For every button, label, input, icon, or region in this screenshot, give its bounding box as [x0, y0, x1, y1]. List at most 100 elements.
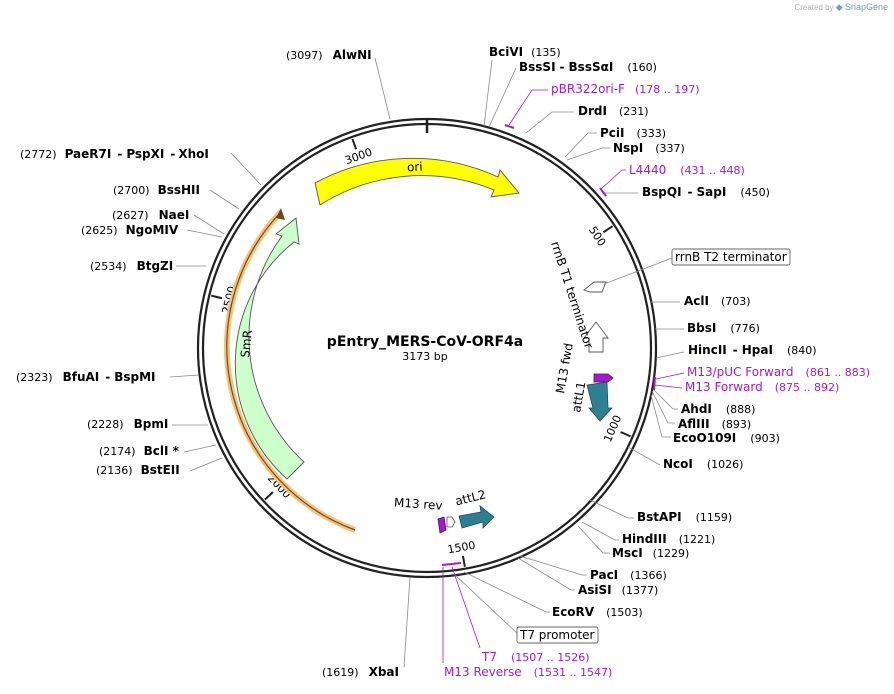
attl2-feature-arrow [458, 505, 495, 529]
leader-bsssi [488, 67, 517, 128]
ori-label: ori [407, 160, 423, 175]
site-bsteii[interactable]: (2136)BstEII [96, 463, 180, 477]
site-leaders [169, 57, 685, 668]
pbr322ori-f-mark [504, 124, 515, 129]
site-bsshii[interactable]: (2700)BssHII [113, 183, 200, 197]
site-acli[interactable]: AclI(703) [684, 294, 751, 308]
site-xbai[interactable]: (1619)XbaI [322, 665, 399, 679]
m13-fwd-feature-arrow [593, 373, 614, 383]
site-ncoi[interactable]: NcoI(1026) [663, 457, 743, 471]
attl1-feature-arrow [586, 381, 613, 422]
site-afliii[interactable]: AflIII(893) [678, 417, 751, 431]
leader-bsteii [189, 457, 223, 472]
smr-highlight-arrowhead [276, 208, 285, 220]
site-paer7i[interactable]: (2772)PaeR7I-PspXI-XhoI [20, 147, 209, 161]
primer-t7[interactable]: T7(1507 .. 1526) [481, 650, 590, 664]
site-hincii[interactable]: HincII-HpaI(840) [688, 343, 817, 357]
site-hindiii[interactable]: HindIII(1221) [622, 532, 715, 546]
site-btgzi[interactable]: (2534)BtgZI [90, 259, 173, 273]
rrnb-t2-leader [603, 257, 673, 285]
leader-bstapi [589, 499, 634, 519]
t7-promoter-feature-arrow [446, 516, 456, 528]
tick-mark [620, 431, 632, 438]
leader-drdi [525, 111, 574, 134]
site-paci[interactable]: PacI(1366) [590, 568, 667, 582]
plasmid-length: 3173 bp [402, 350, 447, 363]
t7-promoter-label: T7 promoter [519, 628, 595, 642]
attl1-label: attL1 [569, 380, 588, 413]
snapgene-watermark: Created by ◆ SnapGene [794, 2, 888, 13]
site-bfuai[interactable]: (2323)BfuAI-BspMI [16, 370, 156, 384]
site-ecorv[interactable]: EcoRV(1503) [552, 605, 643, 619]
smr-feature-arrow [234, 217, 305, 480]
site-ahdi[interactable]: AhdI(888) [681, 402, 755, 416]
leader-m13-forward [654, 384, 683, 389]
primer-pbr322ori-f[interactable]: pBR322ori-F(178 .. 197) [551, 82, 700, 96]
tick-mark [602, 225, 614, 234]
site-pcii[interactable]: PciI(333) [600, 126, 666, 140]
backbone-outer-ring [196, 117, 658, 579]
leader-l4440 [600, 169, 626, 190]
primer-l4440[interactable]: L4440(431 .. 448) [629, 163, 745, 177]
leader-ecoo109i [650, 394, 671, 438]
m13-rev-feature-arrow [437, 516, 447, 534]
leader-ecorv [463, 571, 550, 613]
primer-m13-forward[interactable]: M13 Forward(875 .. 892) [685, 380, 839, 394]
tick-mark [461, 555, 466, 567]
l4440-mark [599, 187, 607, 197]
site-bbsi[interactable]: BbsI(776) [687, 321, 760, 335]
site-ngomiv[interactable]: (2625)NgoMIV [81, 223, 179, 237]
site-bstapi[interactable]: BstAPI(1159) [637, 510, 732, 524]
site-labels: BciVI(135) BssSI-BssSαI(160) DrdI(231) P… [16, 45, 817, 679]
site-asisi[interactable]: AsiSI(1377) [578, 583, 658, 597]
site-naei[interactable]: (2627)NaeI [112, 208, 189, 222]
leader-pcii [564, 132, 597, 158]
watermark-prefix: Created by [794, 3, 834, 12]
leader-asisi [517, 557, 575, 591]
smr-highlight-line [226, 211, 356, 531]
tick-label: 1500 [447, 539, 477, 557]
leader-xbai [403, 576, 411, 668]
leader-paer7i [230, 152, 262, 186]
leader-afliii [651, 390, 675, 424]
site-bsssi[interactable]: BssSI-BssSαI(160) [519, 60, 657, 74]
primer-labels: pBR322ori-F(178 .. 197) L4440(431 .. 448… [444, 82, 870, 679]
tick-mark [351, 138, 358, 150]
t7-promoter-label-box [516, 626, 599, 644]
leader-m13-puc-forward [655, 372, 685, 380]
m13-puc-forward-mark [653, 376, 656, 391]
tick-label: 1000 [601, 413, 624, 444]
site-msci[interactable]: MscI(1229) [612, 546, 689, 560]
leader-msci [577, 525, 610, 554]
rrnb-t1-label: rrnB T1 terminator [548, 240, 596, 351]
site-bcivi[interactable]: BciVI(135) [489, 45, 561, 59]
leader-bcivi [483, 59, 493, 127]
m13-rev-label: M13 rev [394, 495, 443, 512]
plasmid-name: pEntry_MERS-CoV-ORF4a [327, 334, 523, 350]
leader-naei [193, 214, 225, 235]
rrnb-t2-feature-arrow [583, 281, 607, 293]
primer-m13-puc-forward[interactable]: M13/pUC Forward(861 .. 883) [687, 365, 870, 379]
leader-bfuai [169, 374, 200, 378]
leader-bsshii [209, 189, 240, 210]
primer-m13-reverse[interactable]: M13 Reverse(1531 .. 1547) [444, 665, 612, 679]
leader-t7 [451, 566, 481, 649]
site-bpmi[interactable]: (2228)BpmI [87, 417, 168, 431]
leader-bcli [183, 444, 217, 453]
rrnb-t1-feature-arrow [583, 321, 609, 353]
leader-paci [519, 555, 587, 576]
site-drdi[interactable]: DrdI(231) [578, 104, 649, 118]
rrnb-t2-label-box [671, 248, 791, 266]
site-ecoo109i[interactable]: EcoO109I(903) [673, 431, 780, 445]
leader-hindiii [581, 521, 619, 541]
site-nspi[interactable]: NspI(337) [613, 141, 685, 155]
site-bspqi[interactable]: BspQI-SapI(450) [642, 185, 770, 199]
tick-mark [264, 491, 274, 501]
tick-label: 500 [586, 224, 608, 249]
primer-leaders [441, 89, 685, 663]
leader-ngomiv [186, 229, 223, 238]
site-bcli[interactable]: (2174)BclI * [99, 444, 180, 458]
site-alwni[interactable]: (3097)AlwNI [286, 48, 372, 62]
